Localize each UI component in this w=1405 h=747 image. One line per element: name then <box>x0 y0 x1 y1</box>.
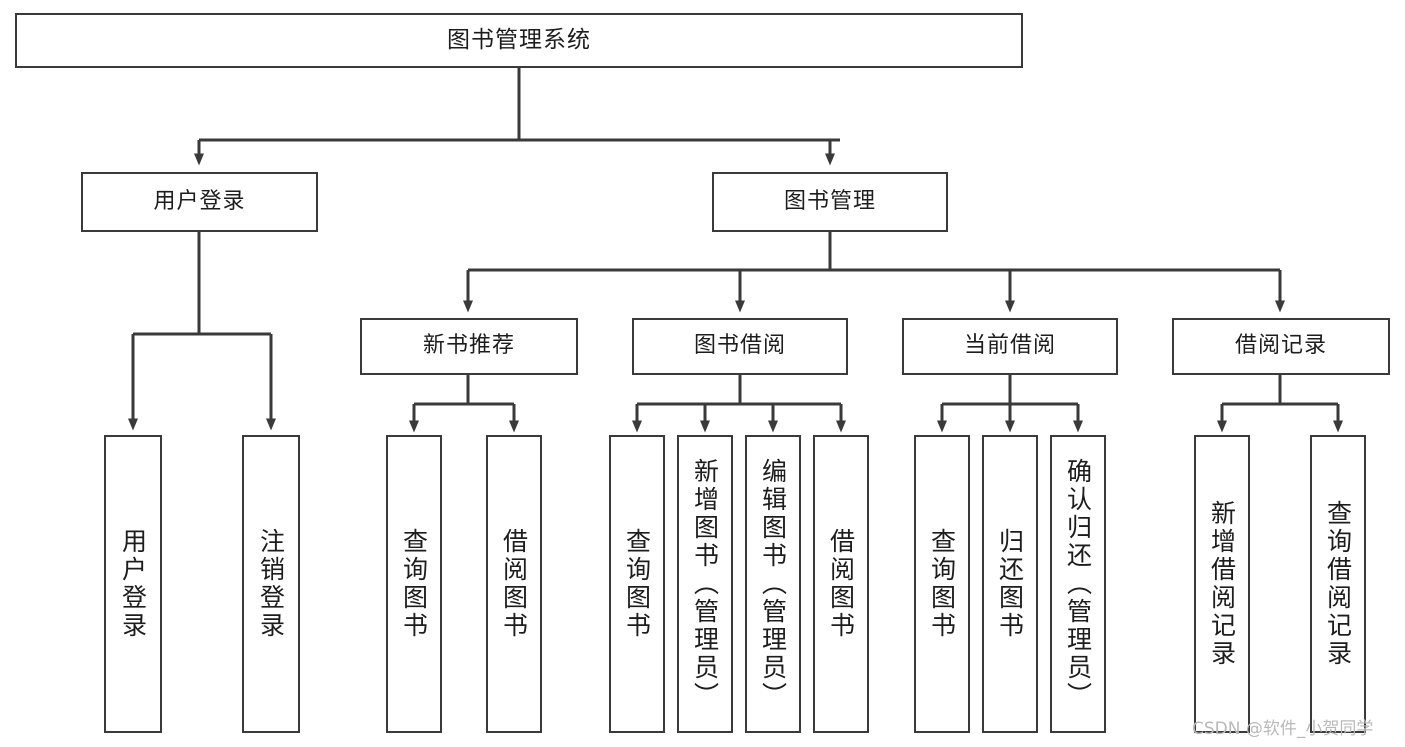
leaf-user-login-login-label: 用户登录 <box>118 528 148 640</box>
leaf-user-login-login[interactable]: 用户登录 <box>104 435 162 733</box>
leaf-user-login-logout[interactable]: 注销登录 <box>242 435 300 733</box>
leaf-current-borrow-return-label: 归还图书 <box>995 528 1025 640</box>
leaf-current-borrow-query-label: 查询图书 <box>927 528 957 640</box>
node-new-book-recommend[interactable]: 新书推荐 <box>360 318 578 375</box>
leaf-new-book-query[interactable]: 查询图书 <box>386 435 442 733</box>
node-new-book-recommend-label: 新书推荐 <box>422 333 515 359</box>
node-user-login-label: 用户登录 <box>153 188 246 214</box>
csdn-watermark: CSDN @软件_小贺同学 <box>1192 719 1374 739</box>
leaf-borrow-record-add-label: 新增借阅记录 <box>1207 500 1237 668</box>
leaf-borrow-record-query-label: 查询借阅记录 <box>1323 500 1353 668</box>
node-book-management[interactable]: 图书管理 <box>712 172 948 232</box>
node-current-borrow-label: 当前借阅 <box>963 333 1056 359</box>
leaf-book-borrow-add-label: 新增图书（管理员） <box>690 458 720 710</box>
node-book-borrow-label: 图书借阅 <box>693 333 786 359</box>
leaf-new-book-borrow-label: 借阅图书 <box>499 528 529 640</box>
leaf-new-book-query-label: 查询图书 <box>399 528 429 640</box>
leaf-book-borrow-add[interactable]: 新增图书（管理员） <box>677 435 733 733</box>
leaf-book-borrow-borrow[interactable]: 借阅图书 <box>813 435 869 733</box>
leaf-new-book-borrow[interactable]: 借阅图书 <box>486 435 542 733</box>
node-borrow-record-label: 借阅记录 <box>1234 333 1327 359</box>
leaf-book-borrow-query-label: 查询图书 <box>622 528 652 640</box>
leaf-book-borrow-query[interactable]: 查询图书 <box>609 435 665 733</box>
leaf-book-borrow-borrow-label: 借阅图书 <box>826 528 856 640</box>
node-borrow-record[interactable]: 借阅记录 <box>1172 318 1390 375</box>
leaf-borrow-record-query[interactable]: 查询借阅记录 <box>1310 435 1366 733</box>
leaf-current-borrow-confirm-label: 确认归还（管理员） <box>1063 458 1093 710</box>
leaf-current-borrow-query[interactable]: 查询图书 <box>914 435 970 733</box>
node-current-borrow[interactable]: 当前借阅 <box>902 318 1118 375</box>
leaf-current-borrow-confirm[interactable]: 确认归还（管理员） <box>1050 435 1106 733</box>
leaf-user-login-logout-label: 注销登录 <box>256 528 286 640</box>
node-root-system-label: 图书管理系统 <box>447 26 591 53</box>
leaf-book-borrow-edit[interactable]: 编辑图书（管理员） <box>745 435 801 733</box>
leaf-book-borrow-edit-label: 编辑图书（管理员） <box>758 458 788 710</box>
leaf-current-borrow-return[interactable]: 归还图书 <box>982 435 1038 733</box>
node-user-login[interactable]: 用户登录 <box>81 172 318 232</box>
node-book-management-label: 图书管理 <box>783 188 876 214</box>
node-root-system[interactable]: 图书管理系统 <box>15 13 1023 68</box>
leaf-borrow-record-add[interactable]: 新增借阅记录 <box>1194 435 1250 733</box>
node-book-borrow[interactable]: 图书借阅 <box>632 318 848 375</box>
